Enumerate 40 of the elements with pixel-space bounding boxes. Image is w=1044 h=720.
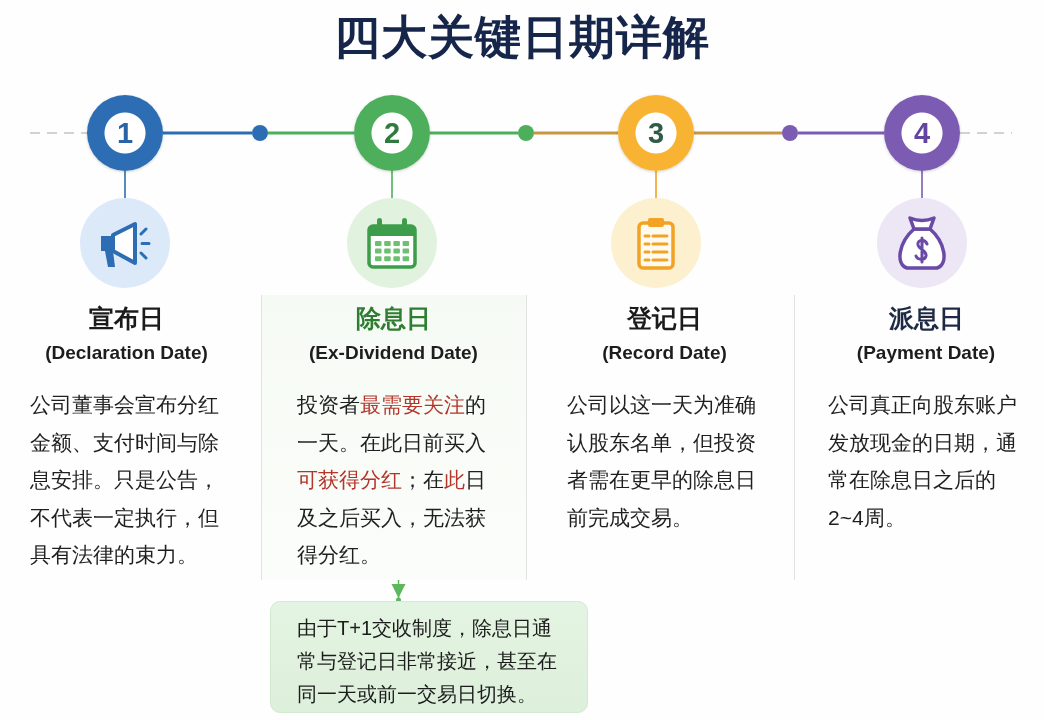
connector-line	[534, 131, 618, 135]
date-title: 登记日	[627, 303, 702, 334]
calendar-icon	[347, 198, 437, 288]
date-description: 公司真正向股东账户发放现金的日期，通常在除息日之后的2~4周。	[828, 392, 1018, 531]
money-bag-icon	[877, 198, 967, 288]
connector-line	[694, 131, 782, 135]
dot-icon	[782, 125, 798, 141]
connector-line	[655, 170, 657, 199]
step-number: 1	[87, 95, 163, 171]
date-description: 公司董事会宣布分红金额、支付时间与除息安排。只是公告，不代表一定执行，但具有法律的束力。	[30, 392, 220, 568]
date-title: 除息日	[356, 303, 431, 334]
callout-note: 由于T+1交收制度，除息日通常与登记日非常接近，甚至在同一天或前一交易日切换。	[297, 616, 558, 707]
dot-icon	[252, 125, 268, 141]
date-english-name: (Declaration Date)	[45, 341, 208, 365]
connector-line	[798, 131, 884, 135]
dashed-timeline-line	[29, 132, 88, 134]
connector-line	[430, 131, 518, 135]
dashed-timeline-line	[959, 132, 1013, 134]
connector-line	[391, 170, 393, 199]
connector-line	[124, 170, 126, 199]
date-title: 派息日	[888, 303, 964, 334]
date-english-name: (Record Date)	[602, 341, 727, 365]
step-number: 4	[884, 95, 960, 171]
date-description: 公司以这一天为准确认股东名单，但投资者需在更早的除息日前完成交易。	[567, 392, 757, 531]
date-english-name: (Ex-Dividend Date)	[309, 341, 478, 365]
step-number: 3	[618, 95, 694, 171]
date-english-name: (Payment Date)	[856, 341, 996, 365]
step-number: 2	[354, 95, 430, 171]
dot-icon	[518, 125, 534, 141]
megaphone-icon	[80, 198, 170, 288]
diagram-title: 四大关键日期详解	[334, 10, 710, 65]
clipboard-icon	[611, 198, 701, 288]
connector-line	[268, 131, 354, 135]
connector-line	[921, 170, 923, 199]
connector-line	[163, 131, 252, 135]
date-title: 宣布日	[89, 303, 164, 334]
date-description: 投资者最需要关注的一天。在此日前买入可获得分红；在此日及之后买入，无法获得分红。	[297, 392, 487, 568]
note-callout	[270, 601, 588, 713]
pointer-arrow	[391, 579, 406, 603]
date-column	[262, 295, 527, 580]
